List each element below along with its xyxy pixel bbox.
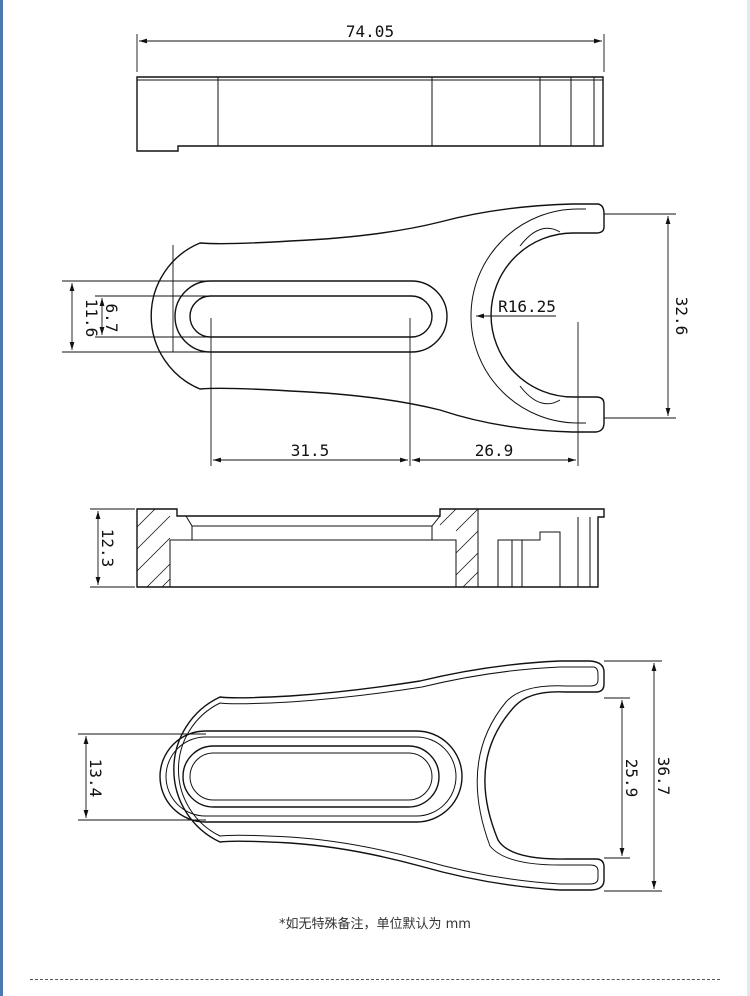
right-frame-border bbox=[747, 0, 750, 996]
overall-length-label: 74.05 bbox=[346, 22, 394, 41]
section-view bbox=[90, 508, 605, 588]
pocket-width-label: 13.4 bbox=[86, 759, 105, 798]
slot-inner-width-label: 6.7 bbox=[102, 304, 121, 333]
fork-inner-opening-label: 25.9 bbox=[622, 759, 641, 798]
fork-offset-label: 26.9 bbox=[475, 441, 514, 460]
fork-height-label: 32.6 bbox=[672, 297, 691, 336]
bottom-view bbox=[78, 660, 662, 892]
slot-outer-width-label: 11.6 bbox=[82, 299, 101, 338]
footer-divider bbox=[30, 979, 720, 980]
thickness-label: 12.3 bbox=[98, 529, 117, 568]
top-view bbox=[136, 34, 605, 152]
units-note: *如无特殊备注，单位默认为 mm bbox=[279, 917, 471, 932]
fork-radius-label: R16.25 bbox=[498, 297, 556, 316]
overall-width-label: 36.7 bbox=[654, 757, 673, 796]
left-frame-border bbox=[0, 0, 3, 996]
slot-length-label: 31.5 bbox=[291, 441, 330, 460]
plan-view bbox=[62, 203, 676, 466]
